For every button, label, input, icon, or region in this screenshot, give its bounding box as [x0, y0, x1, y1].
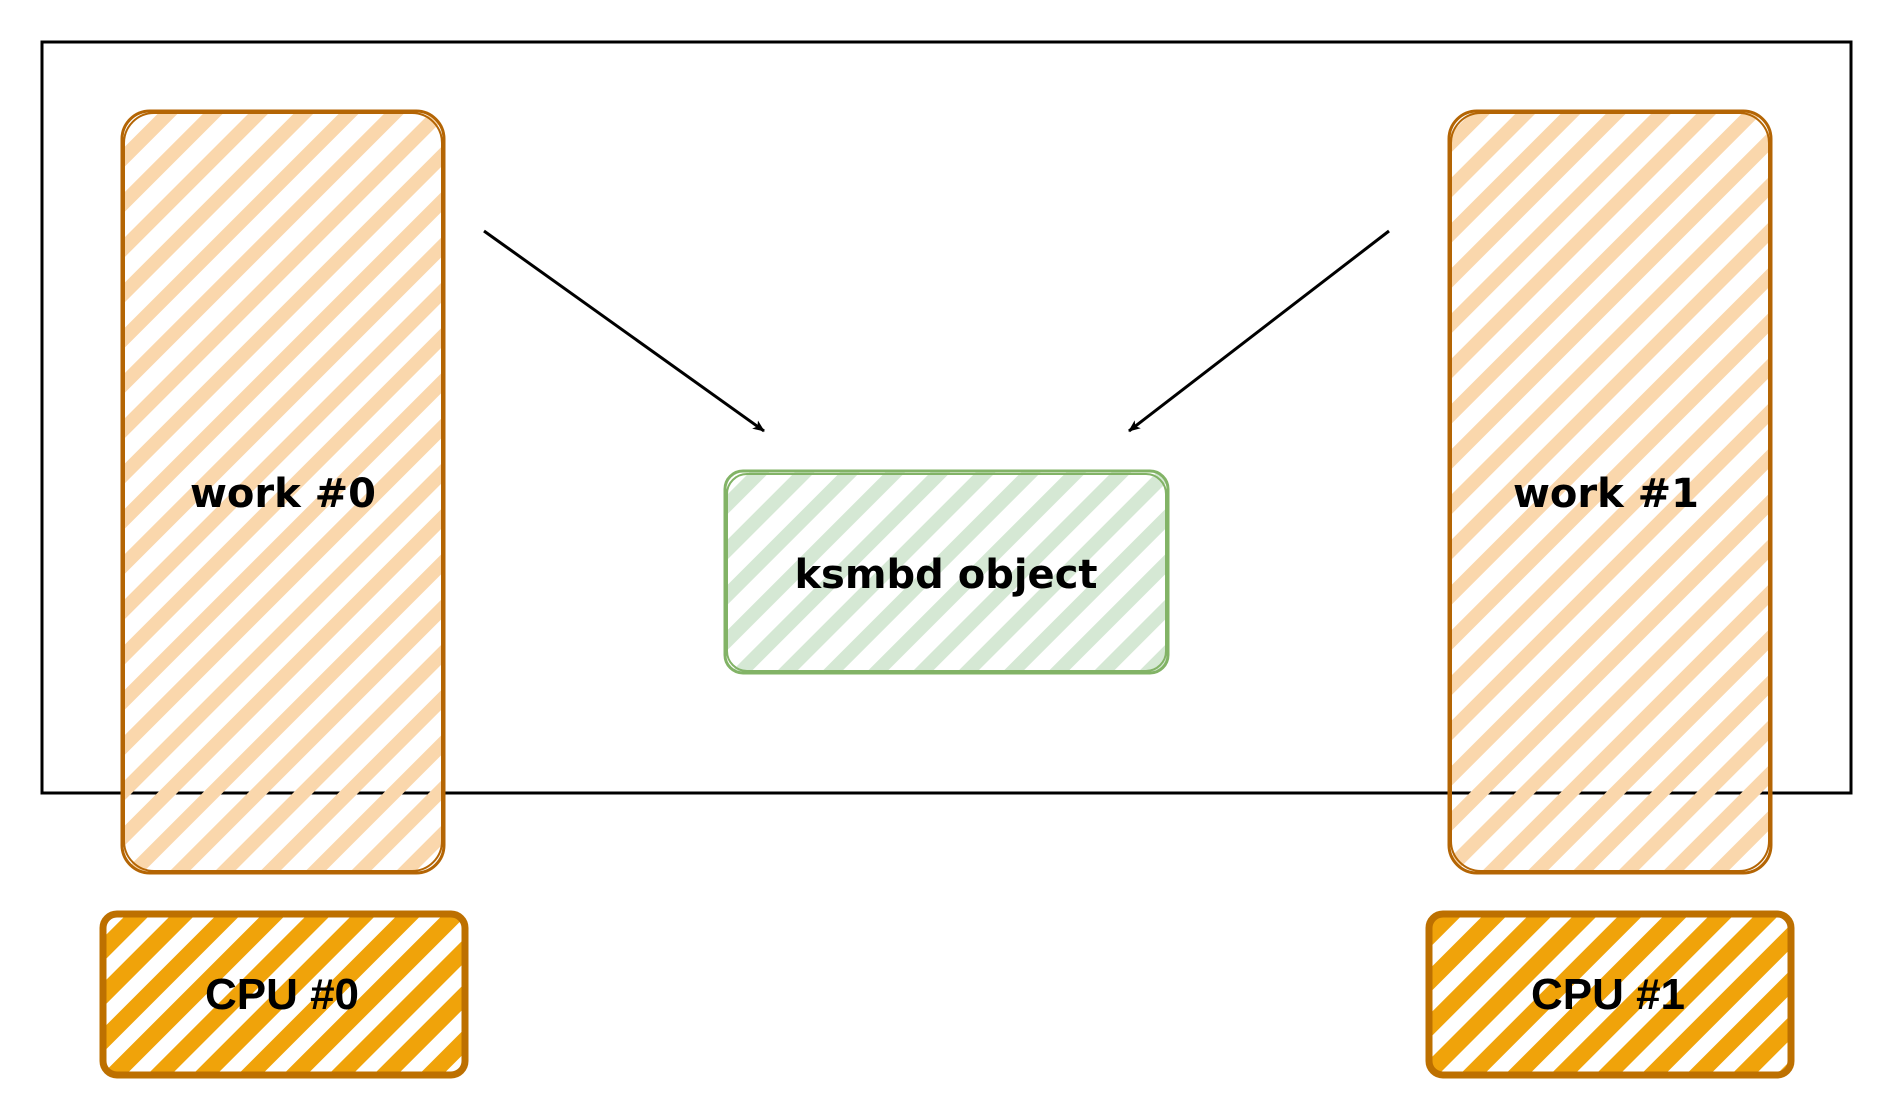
container-frame — [40, 40, 1853, 795]
cpu-0-label: CPU #0 — [205, 970, 359, 1019]
work-1-node[interactable]: work #1 — [1447, 109, 1773, 875]
cpu-1-label: CPU #1 — [1531, 970, 1685, 1019]
work-1-label: work #1 — [1513, 471, 1699, 517]
cpu-1-node[interactable]: CPU #1 — [1425, 910, 1795, 1079]
ksmbd-object-label: ksmbd object — [794, 552, 1097, 598]
ksmbd-object-node[interactable]: ksmbd object — [723, 469, 1170, 675]
work-0-label: work #0 — [190, 471, 376, 517]
work-0-node[interactable]: work #0 — [120, 109, 446, 875]
arrow-work0-to-object — [483, 229, 765, 433]
arrow-work1-to-object — [1128, 229, 1390, 433]
cpu-0-node[interactable]: CPU #0 — [99, 910, 469, 1079]
